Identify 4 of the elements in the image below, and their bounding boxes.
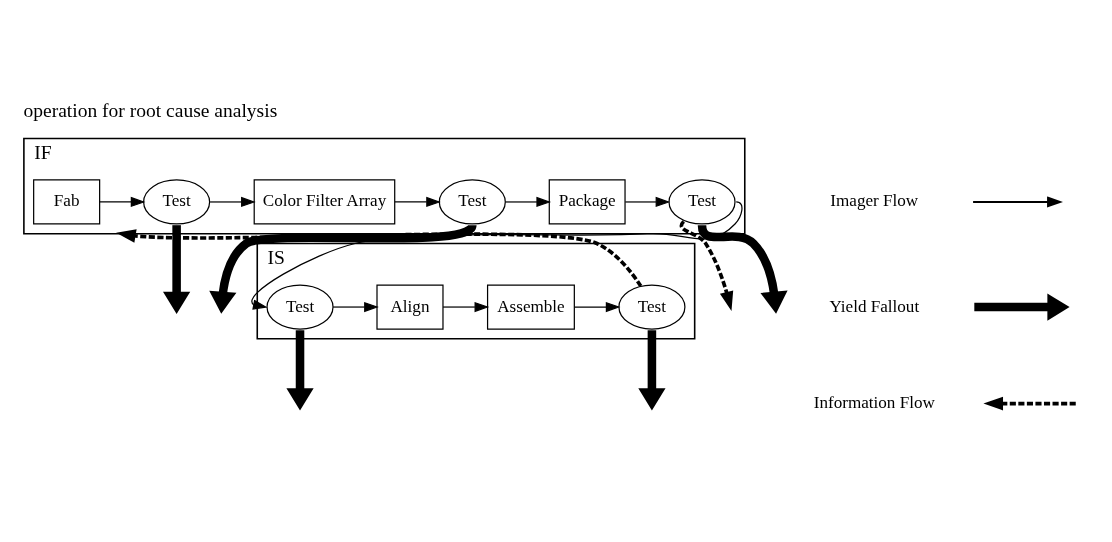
legend-label: Information Flow bbox=[813, 393, 935, 413]
diagram-title: operation for root cause analysis bbox=[23, 100, 278, 122]
legend-label: Yield Fallout bbox=[829, 296, 920, 316]
legend-label: Imager Flow bbox=[830, 191, 919, 211]
